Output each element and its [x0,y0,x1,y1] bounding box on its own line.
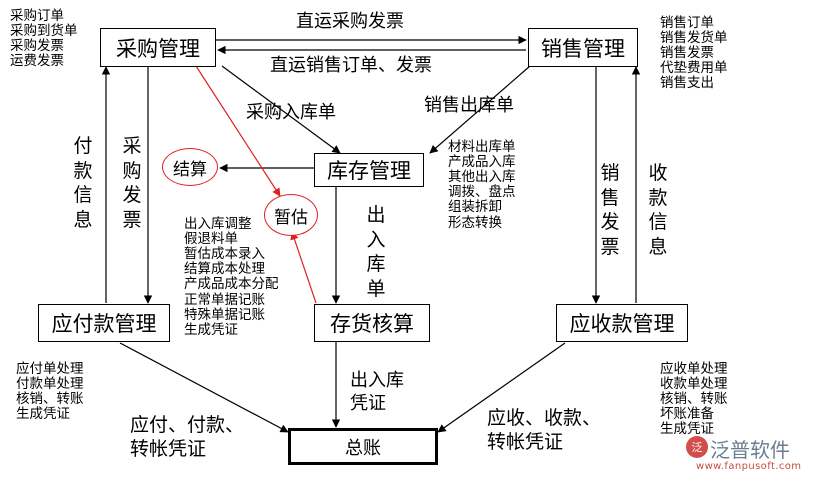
list-item: 生成凭证 [660,421,714,438]
costing-to-estimate-arrow [290,231,317,304]
sales-docs-list: 销售订单 销售发货单 销售发票 代垫费用单 销售支出 [660,15,728,92]
sales-invoice-label: 销售发票 [600,162,620,259]
in-out-voucher-line: 出入库 [350,370,404,391]
list-item: 应收单处理 [660,361,728,377]
list-item: 生成凭证 [16,406,70,423]
receivable-voucher-label: 应收、收款、 转帐凭证 [487,406,601,455]
list-item: 材料出库单 [448,139,516,155]
sales-issue-label: 销售出库单 [424,95,514,116]
general-ledger-node: 总账 [288,428,438,465]
payable-voucher-label: 应付、付款、 转帐凭证 [130,413,244,462]
payable-management-node: 应付款管理 [38,304,170,342]
list-item: 出入库调整 [184,216,252,232]
list-item: 核销、转账 [660,391,728,408]
list-item: 正常单据记账 [184,291,265,308]
list-item: 坏账准备 [660,406,714,423]
brand-watermark: 泛 泛普软件 www.fanpusoft.com [686,432,812,478]
receivable-management-node: 应收款管理 [556,304,688,342]
payment-info-label: 付款信息 [73,135,93,232]
purchase-management-node: 采购管理 [100,28,216,67]
payable-voucher-line: 转帐凭证 [130,438,207,461]
settlement-node: 结算 [162,148,218,186]
list-item: 产成品成本分配 [184,276,279,293]
list-item: 生成凭证 [184,321,238,338]
list-item: 采购到货单 [10,23,78,40]
sales-management-node: 销售管理 [528,28,638,67]
list-item: 采购订单 [10,8,64,24]
receipt-info-label: 收款信息 [648,162,668,259]
in-out-voucher-label: 出入库 凭证 [350,369,404,415]
estimate-node: 暂估 [264,194,318,236]
list-item: 运费发票 [10,53,64,70]
list-item: 组装拆卸 [448,199,502,216]
list-item: 采购发票 [10,38,64,55]
list-item: 暂估成本录入 [184,246,265,263]
list-item: 销售订单 [660,15,714,31]
list-item: 代垫费用单 [660,60,728,77]
brand-url: www.fanpusoft.com [696,461,802,472]
list-item: 假退料单 [184,231,238,248]
list-item: 付款单处理 [16,376,84,393]
list-item: 销售发货单 [660,30,728,47]
inventory-management-node: 库存管理 [314,153,424,187]
costing-docs-list: 出入库调整 假退料单 暂估成本录入 结算成本处理 产成品成本分配 正常单据记账 … [184,216,279,338]
list-item: 调拨、盘点 [448,184,516,201]
in-out-voucher-line: 凭证 [350,393,386,415]
brand-name: 泛普软件 [710,438,790,462]
inventory-docs-list: 材料出库单 产成品入库 其他出入库 调拨、盘点 组装拆卸 形态转换 [448,139,516,231]
in-out-docs-label: 出入库单 [366,204,386,301]
direct-purchase-invoice-label: 直运采购发票 [296,11,404,32]
list-item: 产成品入库 [448,154,516,171]
list-item: 收款单处理 [660,376,728,393]
list-item: 核销、转账 [16,391,84,408]
payable-docs-list: 应付单处理 付款单处理 核销、转账 生成凭证 [16,361,84,423]
receivable-voucher-line: 应收、收款、 [487,407,602,429]
sales-issue-arrow [429,65,531,154]
receivable-voucher-line: 转帐凭证 [487,431,564,454]
purchase-docs-list: 采购订单 采购到货单 采购发票 运费发票 [10,8,78,70]
payable-voucher-line: 应付、付款、 [130,414,245,436]
inventory-costing-node: 存货核算 [314,304,430,342]
receivable-voucher-arrow [437,342,566,433]
list-item: 销售发票 [660,45,714,62]
list-item: 应付单处理 [16,361,84,377]
payable-voucher-arrow [119,342,289,433]
receivable-docs-list: 应收单处理 收款单处理 核销、转账 坏账准备 生成凭证 [660,361,728,438]
brand-logo-icon: 泛 [686,436,708,458]
list-item: 形态转换 [448,214,502,231]
purchase-to-estimate-arrow [195,65,281,197]
list-item: 结算成本处理 [184,261,265,278]
direct-sales-order-label: 直运销售订单、发票 [270,55,432,76]
list-item: 销售支出 [660,75,714,92]
purchase-invoice-label: 采购发票 [122,135,142,232]
list-item: 其他出入库 [448,169,516,186]
list-item: 特殊单据记账 [184,306,265,323]
purchase-receipt-label: 采购入库单 [246,102,336,123]
purchase-receipt-arrow [221,65,341,154]
